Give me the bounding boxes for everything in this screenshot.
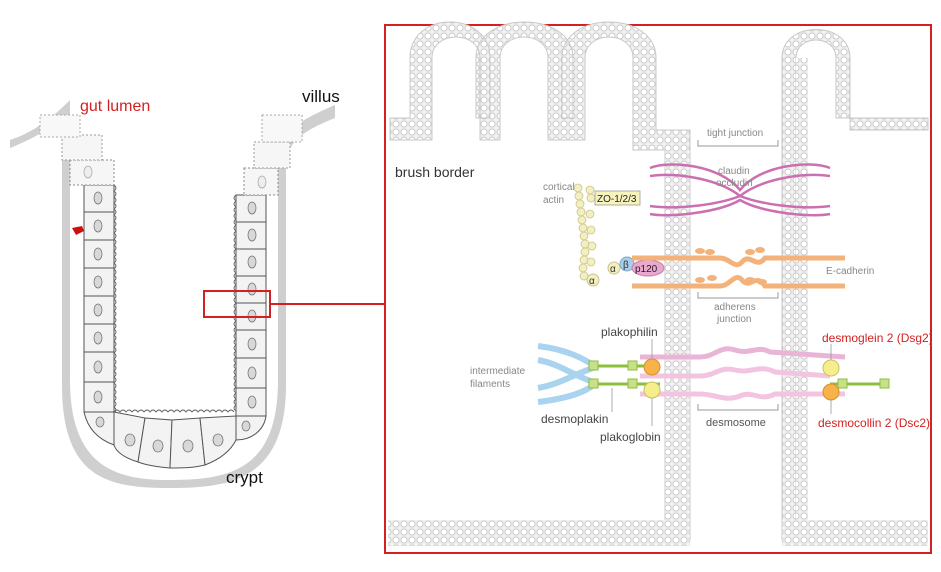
right-cell-membrane xyxy=(781,29,929,541)
basal-membrane-left xyxy=(388,520,690,546)
plakoglobin-left xyxy=(643,381,661,399)
basal-membrane-right xyxy=(782,520,928,546)
actin-label: actin xyxy=(543,195,564,206)
zo-box xyxy=(594,190,641,206)
crypt-nuclei xyxy=(95,416,251,453)
ecadherin-label: E-cadherin xyxy=(826,266,874,277)
p120-label: p120 xyxy=(635,264,658,275)
plakophilin-left xyxy=(643,358,661,376)
plakophilin-label: plakophilin xyxy=(601,325,658,339)
alpha-catenin-top xyxy=(607,261,621,275)
alpha-label-top: α xyxy=(610,264,616,275)
e-cadherin-beads xyxy=(695,247,767,285)
cortical-actin-beads xyxy=(573,183,597,281)
right-microvilli xyxy=(233,194,237,412)
plakoglobin-label: plakoglobin xyxy=(600,430,661,444)
right-nuclei xyxy=(247,175,267,409)
filaments-label: filaments xyxy=(470,379,510,390)
plakophilin-right xyxy=(822,383,840,401)
desmosome-bracket xyxy=(697,404,779,411)
occludin-label: occludin xyxy=(716,178,753,189)
junction-label: junction xyxy=(716,314,751,325)
adherens-label: adherens xyxy=(714,302,756,313)
claudin-occludin-strands xyxy=(649,163,831,217)
tight-junction-label: tight junction xyxy=(707,128,763,139)
desmosome-label: desmosome xyxy=(706,417,766,429)
desmocollin-label: desmocollin 2 (Dsc2) xyxy=(818,416,930,430)
alpha-catenin-bottom xyxy=(586,273,600,287)
crypt-base-cells xyxy=(83,411,267,469)
zo-label: ZO-1/2/3 xyxy=(597,194,637,205)
alpha-label-bottom: α xyxy=(589,276,595,287)
desmosomal-cadherins xyxy=(640,346,846,401)
crypt-microvilli xyxy=(113,409,235,413)
right-cell-column xyxy=(235,114,303,417)
brush-border-label: brush border xyxy=(395,164,475,180)
left-nuclei xyxy=(83,165,103,404)
right-membrane-band xyxy=(796,58,808,540)
desmoglein-label: desmoglein 2 (Dsg2) xyxy=(822,331,933,345)
villus-label: villus xyxy=(302,87,340,106)
intermediate-label: intermediate xyxy=(470,366,525,377)
adherens-bracket xyxy=(697,292,779,299)
beta-label: β xyxy=(623,260,629,271)
claudin-label: claudin xyxy=(718,166,750,177)
left-cell-brush-membrane xyxy=(389,21,691,541)
leader-lines xyxy=(611,339,832,426)
left-microvilli xyxy=(113,184,117,414)
crypt-villus-drawing xyxy=(10,100,385,488)
plakoglobin-right xyxy=(822,359,840,377)
desmoplakin-label: desmoplakin xyxy=(541,412,608,426)
left-cell-column xyxy=(39,114,115,413)
cortical-label: cortical xyxy=(543,182,575,193)
crypt-label: crypt xyxy=(226,468,263,487)
gut-lumen-label: gut lumen xyxy=(80,98,150,115)
red-marker xyxy=(72,226,84,235)
tight-junction-bracket xyxy=(697,140,779,147)
